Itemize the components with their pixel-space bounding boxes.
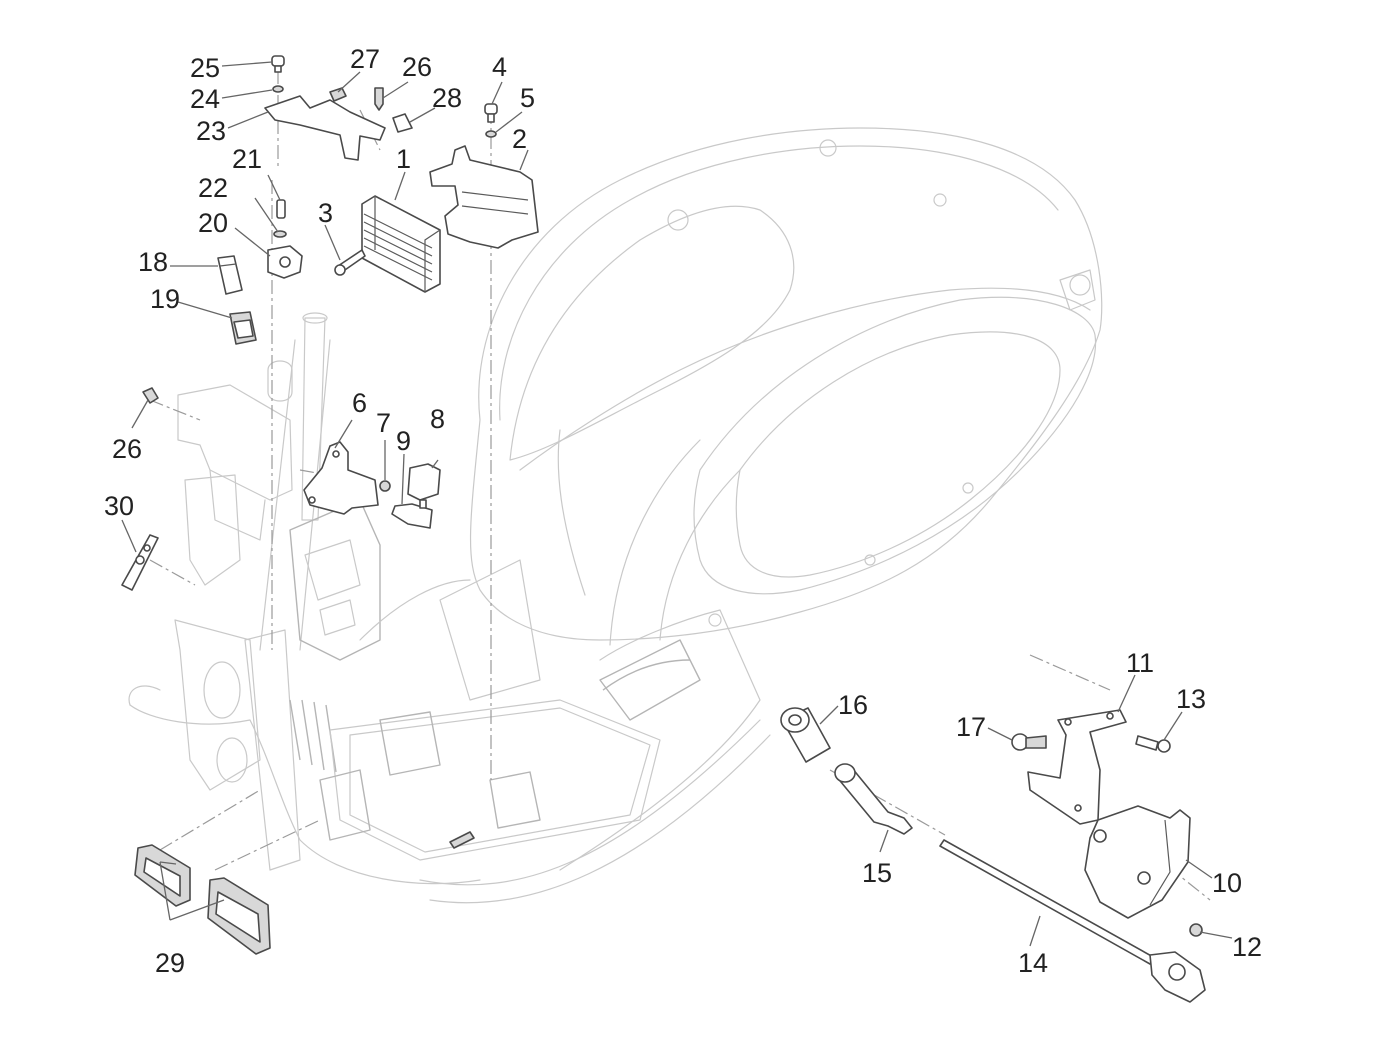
part-25-washer[interactable] — [272, 85, 284, 93]
part-28-spring-nut[interactable] — [392, 113, 413, 133]
callout-8[interactable]: 8 — [430, 404, 445, 434]
part-10-side-stand-bracket[interactable] — [1084, 805, 1191, 919]
callout-6[interactable]: 6 — [352, 388, 367, 418]
callout-1[interactable]: 1 — [396, 144, 411, 174]
callout-9[interactable]: 9 — [396, 426, 411, 456]
part-6-mounting-plate[interactable] — [303, 441, 379, 515]
part-23-bracket[interactable] — [264, 95, 386, 161]
callout-27[interactable]: 27 — [350, 44, 380, 74]
callout-12[interactable]: 12 — [1232, 932, 1262, 962]
part-20-clamp[interactable] — [267, 245, 303, 279]
callout-23[interactable]: 23 — [196, 116, 226, 146]
callout-11[interactable]: 11 — [1126, 648, 1154, 678]
callout-21[interactable]: 21 — [232, 144, 262, 174]
part-18-rubber-holder[interactable] — [217, 255, 243, 295]
part-22-washer[interactable] — [273, 230, 287, 238]
part-1-voltage-regulator[interactable] — [361, 195, 441, 293]
part-3-screw[interactable] — [334, 249, 366, 276]
callout-29[interactable]: 29 — [155, 948, 185, 978]
callout-17[interactable]: 17 — [956, 712, 986, 742]
part-14-rod[interactable] — [939, 839, 1206, 1003]
part-21-screw[interactable] — [276, 199, 286, 219]
callout-10[interactable]: 10 — [1212, 868, 1242, 898]
callout-14[interactable]: 14 — [1018, 948, 1048, 978]
callout-18[interactable]: 18 — [138, 247, 168, 277]
callout-24[interactable]: 25 — [190, 53, 220, 83]
part-16-spacer[interactable] — [780, 707, 831, 763]
callout-2[interactable]: 2 — [512, 124, 527, 154]
callout-7[interactable]: 7 — [376, 408, 391, 438]
part-24-screw[interactable] — [271, 55, 285, 73]
part-12-nut[interactable] — [1189, 923, 1203, 937]
callout-25[interactable]: 24 — [190, 84, 220, 114]
part-30-cover-plate[interactable] — [121, 534, 159, 591]
part-17-clip-screw[interactable] — [1011, 733, 1047, 751]
callout-19[interactable]: 19 — [150, 284, 180, 314]
part-4-screw[interactable] — [484, 103, 498, 123]
callout-20[interactable]: 20 — [198, 208, 228, 238]
callout-13[interactable]: 13 — [1176, 684, 1206, 714]
part-9-connector[interactable] — [391, 503, 433, 529]
part-11-support-bracket[interactable] — [1027, 709, 1127, 825]
part-26-clip-top[interactable] — [374, 87, 384, 111]
callout-28[interactable]: 28 — [432, 83, 462, 113]
callout-22[interactable]: 22 — [198, 173, 228, 203]
callout-labels: 25 24 23 27 26 28 4 5 2 1 21 22 3 20 18 … — [104, 44, 1262, 978]
callout-26-left[interactable]: 26 — [112, 434, 142, 464]
part-5-washer[interactable] — [485, 130, 497, 138]
part-19-rubber-cap[interactable] — [229, 311, 257, 345]
callout-3[interactable]: 3 — [318, 198, 333, 228]
part-2-regulator-bracket[interactable] — [429, 145, 539, 249]
part-27-clip[interactable] — [329, 87, 347, 102]
part-29-gaskets[interactable] — [134, 844, 271, 955]
scooter-frame — [128, 127, 1103, 904]
part-8-relay[interactable] — [407, 463, 441, 509]
part-15-bushing-pin[interactable] — [834, 763, 913, 835]
callout-15[interactable]: 15 — [862, 858, 892, 888]
callout-26-top[interactable]: 26 — [402, 52, 432, 82]
callout-30[interactable]: 30 — [104, 491, 134, 521]
callout-5[interactable]: 5 — [520, 83, 535, 113]
callout-16[interactable]: 16 — [838, 690, 868, 720]
part-7-washer[interactable] — [379, 480, 391, 492]
part-26-clip-left[interactable] — [142, 387, 159, 404]
leader-lines — [121, 61, 1233, 947]
callout-4[interactable]: 4 — [492, 52, 507, 82]
